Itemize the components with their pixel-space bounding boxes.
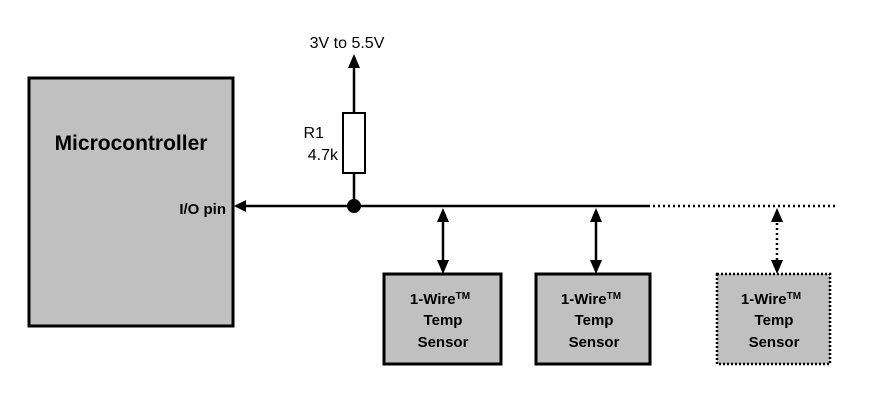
temp-sensor-2: 1-WireTM Temp Sensor xyxy=(534,208,652,366)
resistor-name: R1 xyxy=(304,125,325,142)
sensor-1-line2: Temp xyxy=(424,312,463,329)
arrow-down-icon xyxy=(437,260,449,274)
arrow-up-icon xyxy=(437,208,449,222)
microcontroller-title: Microcontroller xyxy=(55,132,208,155)
sensor-2-line3: Sensor xyxy=(569,334,620,351)
temp-sensor-3-optional: 1-WireTM Temp Sensor xyxy=(715,208,832,366)
sensor-1-line3: Sensor xyxy=(418,334,469,351)
arrow-up-icon xyxy=(771,208,783,222)
sensor-1-line1: 1-WireTM xyxy=(410,291,470,308)
resistor-body xyxy=(342,112,366,174)
sensor-2-line2: Temp xyxy=(575,312,614,329)
resistor-value: 4.7k xyxy=(308,147,339,164)
arrow-down-icon xyxy=(771,260,783,274)
sensor-1-box xyxy=(382,272,503,366)
microcontroller-box xyxy=(27,76,235,328)
sensor-3-line2: Temp xyxy=(755,312,794,329)
microcontroller-block: Microcontroller I/O pin xyxy=(27,76,235,328)
io-arrow-icon xyxy=(234,200,246,212)
temp-sensor-1: 1-WireTM Temp Sensor xyxy=(382,208,503,366)
sensor-3-line3: Sensor xyxy=(749,334,800,351)
sensor-2-box xyxy=(534,272,652,366)
arrow-down-icon xyxy=(590,260,602,274)
sensor-3-box xyxy=(715,272,832,366)
arrow-up-icon xyxy=(590,208,602,222)
sensor-2-line1: 1-WireTM xyxy=(561,291,621,308)
sensor-3-line1: 1-WireTM xyxy=(741,291,801,308)
supply-arrow-icon xyxy=(348,54,360,68)
pullup-resistor: R1 4.7k 3V to 5.5V xyxy=(304,35,385,206)
io-pin-label: I/O pin xyxy=(179,201,226,218)
supply-voltage-label: 3V to 5.5V xyxy=(310,35,385,52)
